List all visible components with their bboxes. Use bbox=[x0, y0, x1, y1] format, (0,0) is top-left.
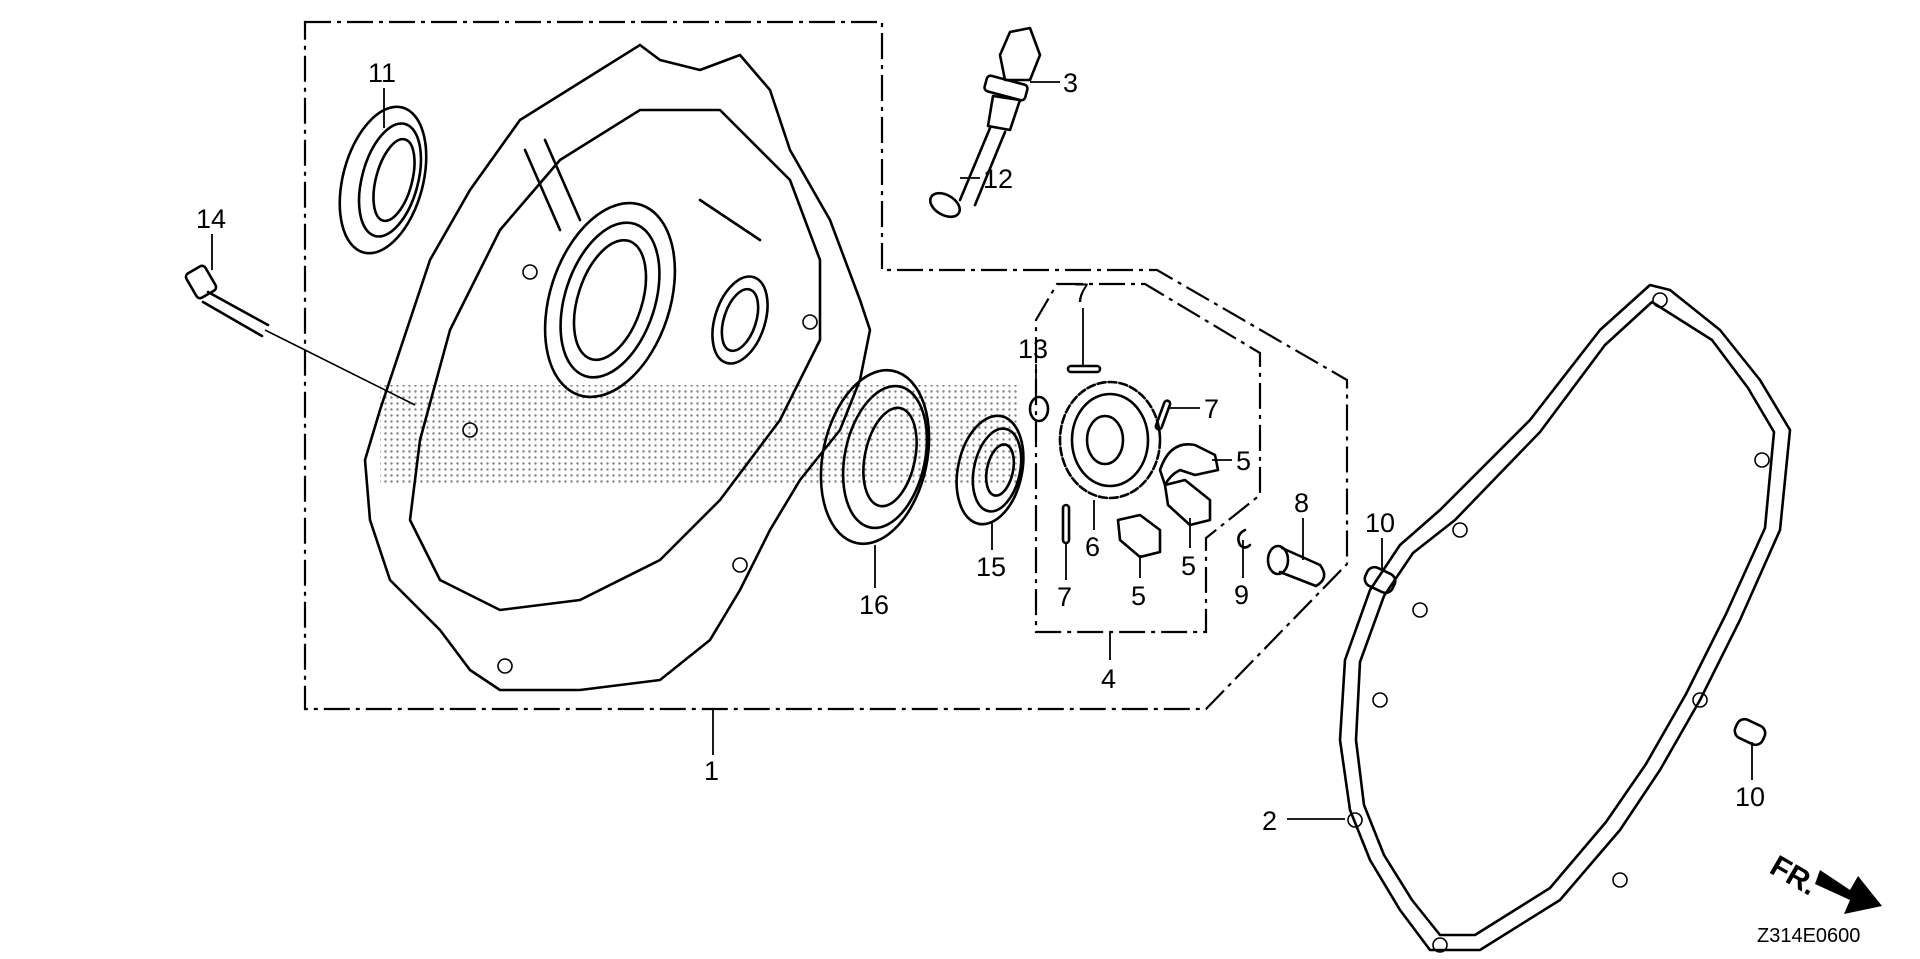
ball-bearing bbox=[955, 414, 1025, 526]
callout-12: 12 bbox=[983, 164, 1013, 194]
radial-ball-bearing bbox=[819, 368, 931, 546]
callout-16: 16 bbox=[859, 590, 889, 620]
callout-9: 9 bbox=[1234, 580, 1249, 610]
callout-15: 15 bbox=[976, 552, 1006, 582]
front-label: FR. bbox=[1765, 849, 1823, 902]
assembly-4-boundary bbox=[1034, 282, 1262, 634]
assembly-1-boundary bbox=[303, 20, 1349, 711]
governor-shaft bbox=[1266, 544, 1326, 588]
crankcase-cover-gasket bbox=[1338, 283, 1792, 953]
crankcase-cover bbox=[363, 43, 872, 692]
oil-level-gauge bbox=[928, 26, 1042, 219]
diagram-code: Z314E0600 bbox=[1757, 925, 1860, 947]
pin-vertical bbox=[1061, 503, 1071, 545]
oil-seal bbox=[338, 105, 428, 255]
callout-14: 14 bbox=[196, 204, 226, 234]
governor-gear bbox=[1058, 380, 1162, 500]
front-arrow-icon bbox=[1815, 870, 1882, 914]
governor-weight bbox=[1158, 443, 1220, 487]
callout-6: 6 bbox=[1085, 532, 1100, 562]
callout-10b: 10 bbox=[1735, 782, 1765, 812]
callout-5b: 5 bbox=[1181, 551, 1196, 581]
governor-holder bbox=[1163, 478, 1212, 527]
washer bbox=[1028, 395, 1050, 423]
dowel-pin-upper bbox=[1363, 565, 1397, 595]
callout-13: 13 bbox=[1018, 334, 1048, 364]
callout-8: 8 bbox=[1294, 488, 1309, 518]
callout-11: 11 bbox=[368, 58, 396, 88]
callout-2: 2 bbox=[1262, 806, 1277, 836]
dowel-pin-lower bbox=[1733, 717, 1767, 747]
callout-1: 1 bbox=[704, 756, 719, 786]
pin-horizontal bbox=[1066, 364, 1102, 374]
callout-7b: 7 bbox=[1204, 394, 1219, 424]
front-direction-marker: FR. bbox=[1765, 849, 1882, 914]
clip bbox=[1237, 528, 1252, 549]
pin-diagonal bbox=[1154, 399, 1172, 431]
flange-bolt bbox=[184, 264, 416, 406]
callout-5a: 5 bbox=[1236, 446, 1251, 476]
callout-3: 3 bbox=[1063, 68, 1078, 98]
callout-7c: 7 bbox=[1057, 582, 1072, 612]
callout-5c: 5 bbox=[1131, 581, 1146, 611]
callout-10a: 10 bbox=[1365, 508, 1395, 538]
callout-4: 4 bbox=[1101, 664, 1116, 694]
callout-7a: 7 bbox=[1074, 278, 1089, 308]
governor-slider bbox=[1116, 513, 1162, 559]
